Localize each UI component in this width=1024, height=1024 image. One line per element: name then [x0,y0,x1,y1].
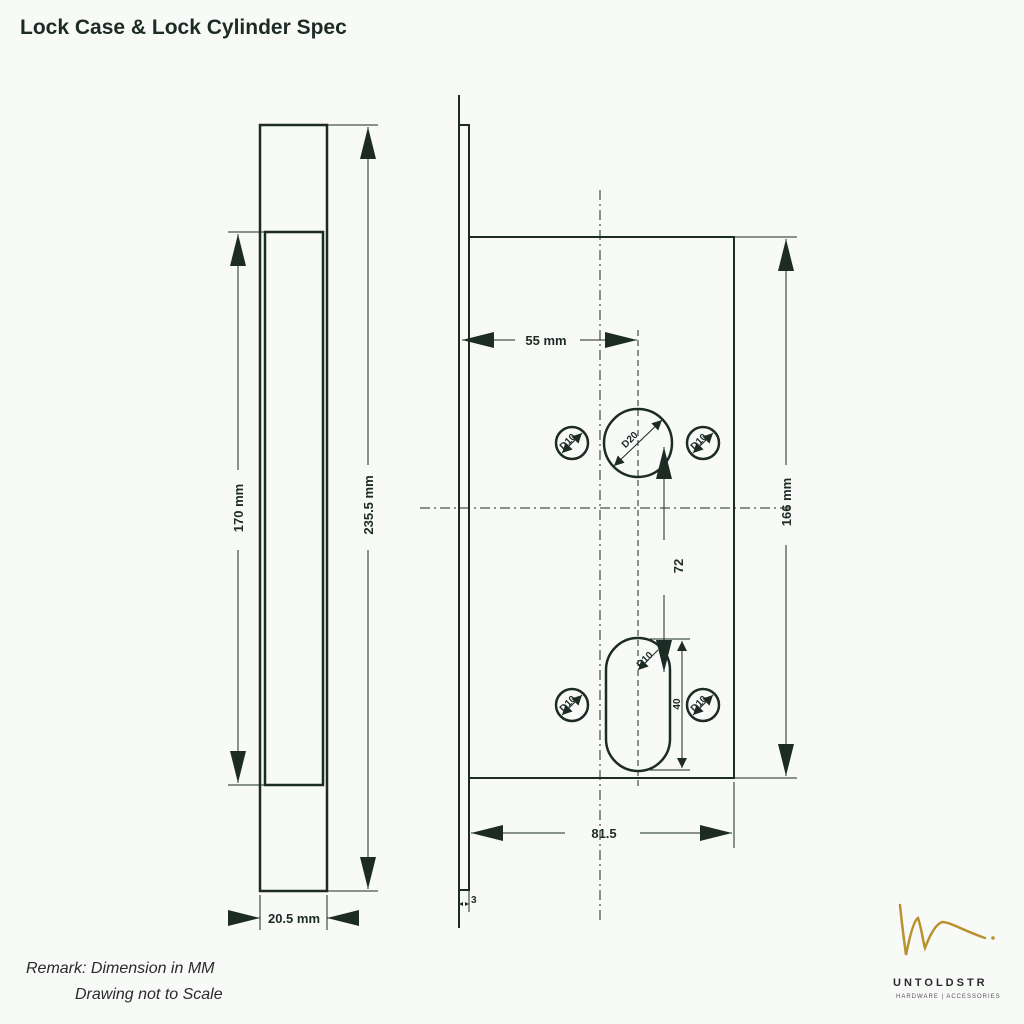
screw-hole-bottom-right [685,687,721,723]
side-inner-outline [263,230,325,787]
brand-name: UNTOLDSTR [893,977,988,989]
d10-label-bottom-right: D10 [689,694,710,715]
d10-label-top-right: D10 [689,432,710,453]
dim-20-5: 20.5 mm [228,910,359,926]
dim-40-label: 40 [672,698,683,710]
screw-hole-bottom-left [554,687,590,723]
side-body-outline [258,123,329,893]
dim-40: 40 [672,641,687,768]
dim-55: 55 mm [462,332,637,348]
remark-line-1: Remark: Dimension in MM [26,960,215,977]
dim-3: 3 [459,895,477,906]
dim-55-label: 55 mm [525,333,566,348]
page-title: Lock Case & Lock Cylinder Spec [20,16,347,39]
dim-235-label: 235.5 mm [361,475,376,534]
dim-170: 170 mm [230,234,246,783]
d10-label-bottom-left: D10 [558,694,579,715]
d20-callout: D20 [613,419,663,467]
dim-3-label: 3 [471,895,477,906]
brand-tagline: HARDWARE | ACCESSORIES [896,994,1001,1000]
dim-72: 72 [656,447,686,672]
remark-line-2: Drawing not to Scale [75,986,223,1003]
screw-hole-top-left [554,425,590,461]
side-view [228,123,378,930]
spindle-hole [602,407,674,479]
dim-166: 166 mm [778,239,794,776]
dim-72-label: 72 [671,559,686,573]
screw-hole-top-right [685,425,721,461]
cylinder-slot [604,636,672,773]
d10-label-top-left: D10 [558,432,579,453]
dim-235: 235.5 mm [360,127,376,889]
d10-callouts: D10 D10 D10 D10 [558,432,714,716]
dim-81-5-label: 81.5 [591,826,616,841]
dim-166-label: 166 mm [779,478,794,526]
dim-20-5-label: 20.5 mm [268,911,320,926]
dim-81-5: 81.5 [471,825,732,841]
brand-logo-mark [898,903,995,956]
front-view [420,95,797,928]
dim-170-label: 170 mm [231,484,246,532]
